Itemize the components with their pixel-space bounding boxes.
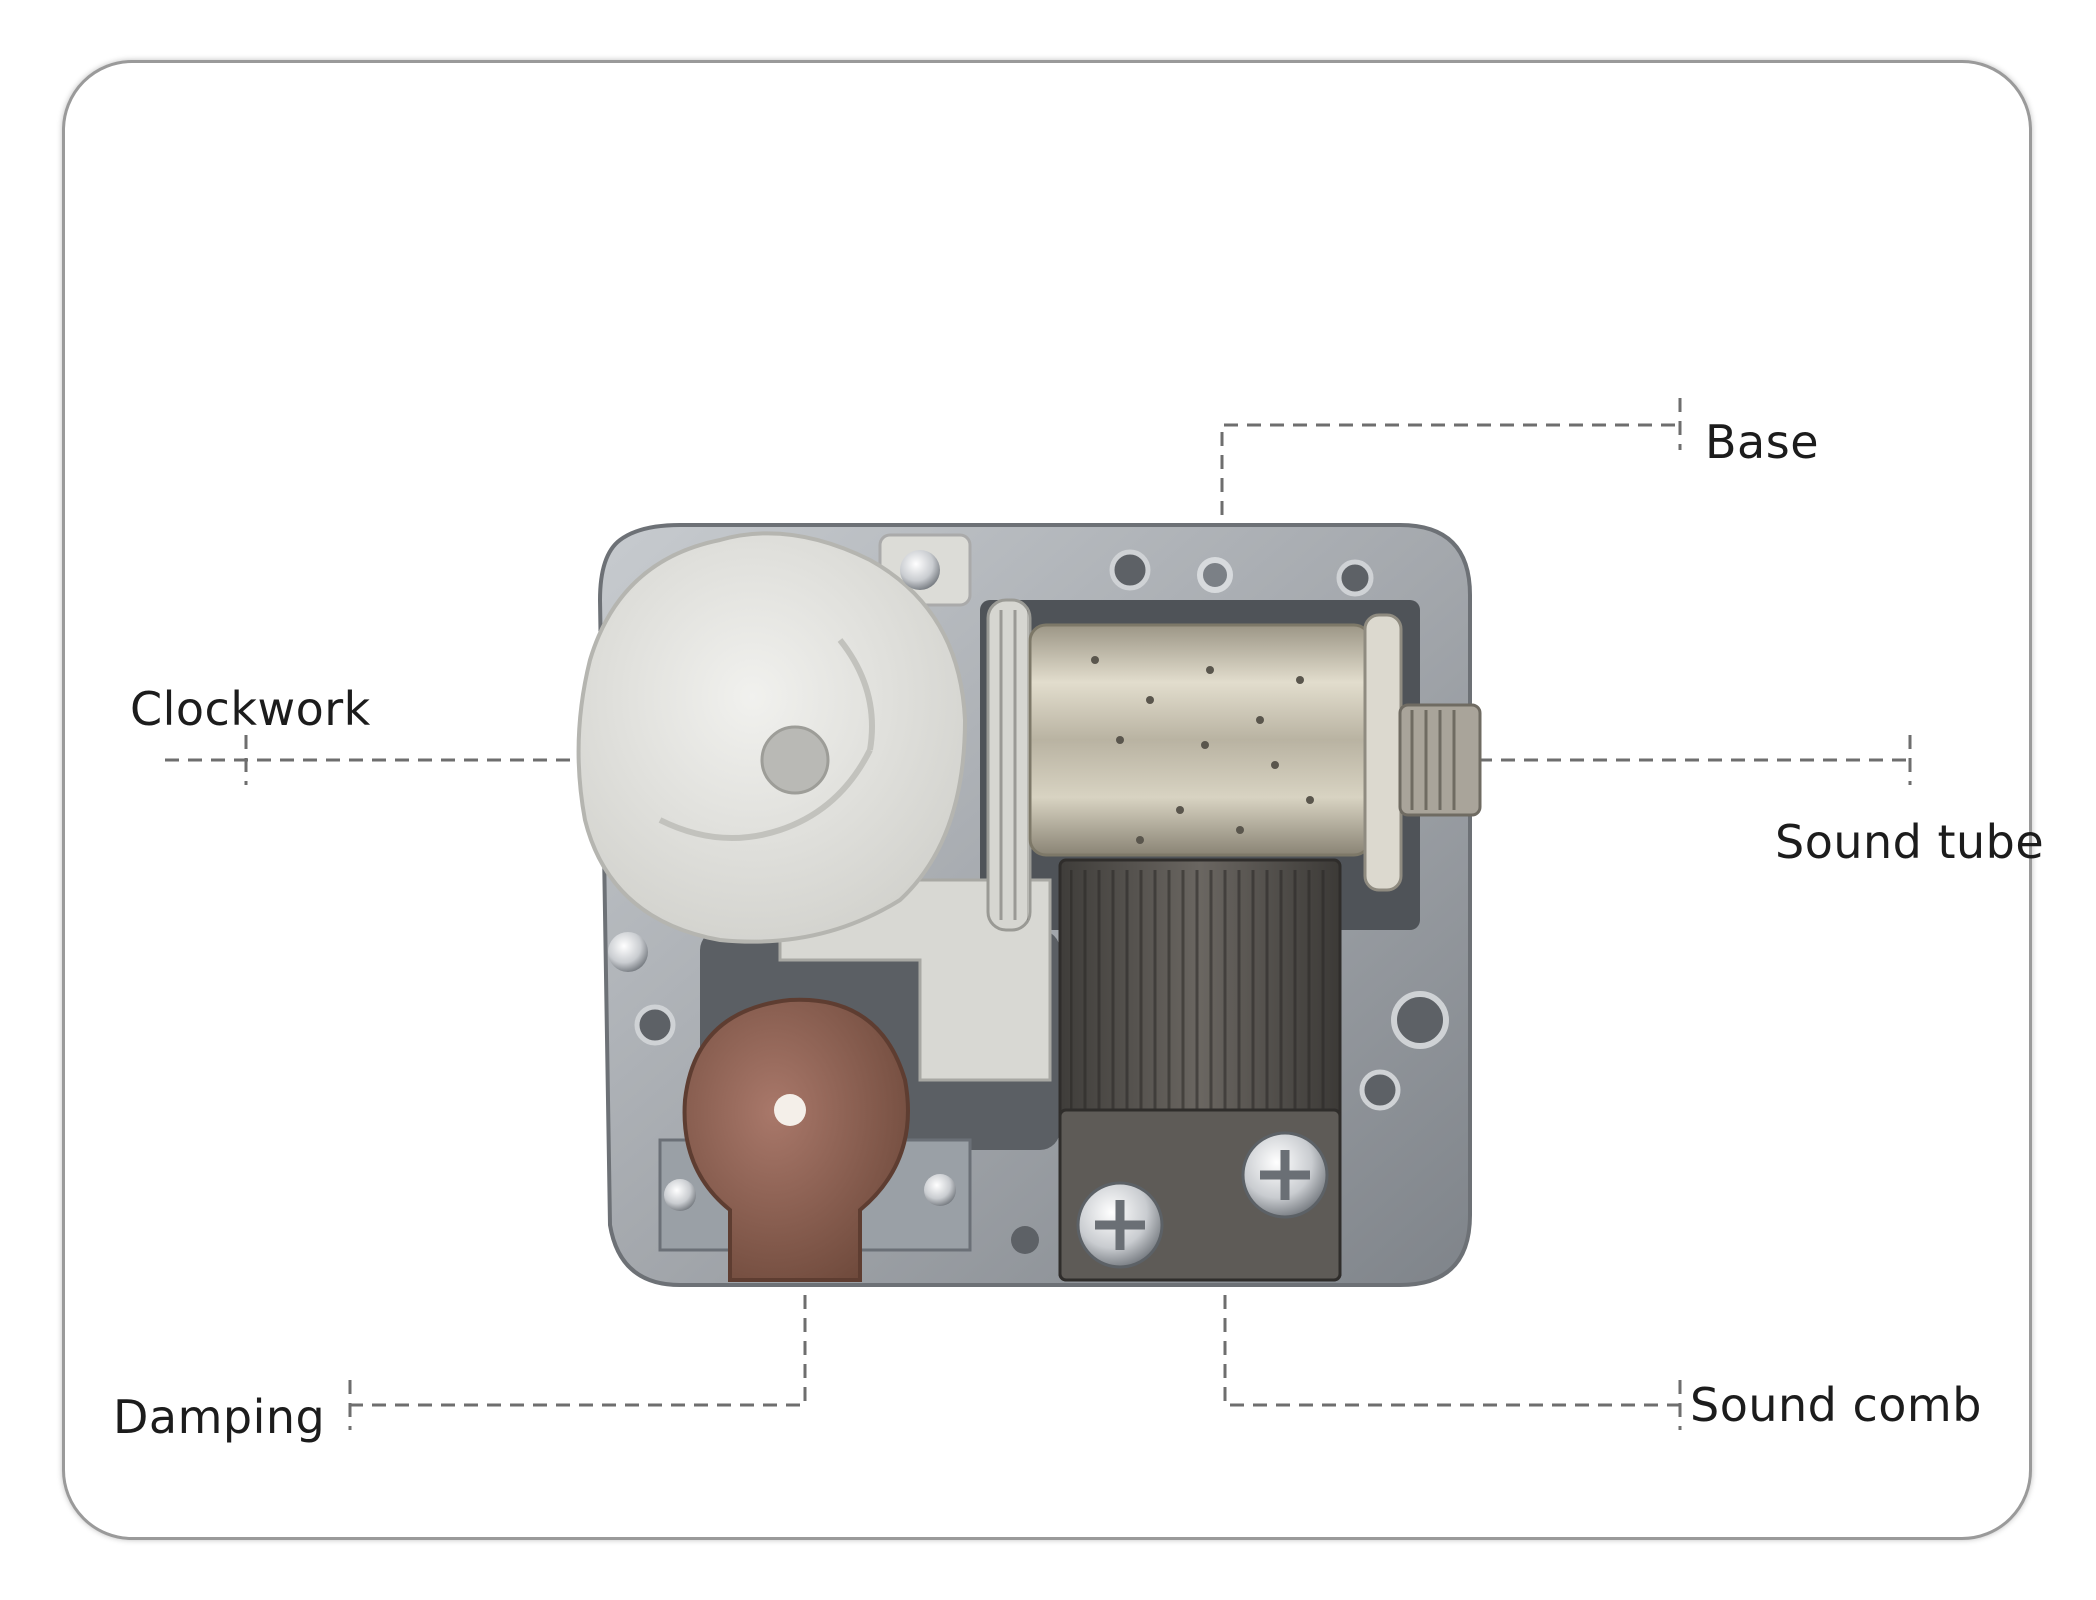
clockwork-screw (900, 550, 940, 590)
label-sound-tube: Sound tube (1775, 815, 2045, 869)
base-hole (1109, 549, 1151, 591)
clockwork-arm (778, 878, 1052, 1082)
clockwork-leaf-pattern (658, 638, 875, 841)
clockwork-knob (760, 725, 830, 795)
cylinder-drum (1028, 623, 1372, 857)
clockwork-screw (608, 932, 648, 972)
comb-screw-slot (1095, 1200, 1145, 1250)
damping-bracket-screw (924, 1174, 956, 1206)
base-leader-line (1220, 423, 1680, 515)
label-clockwork: Clockwork (130, 682, 371, 736)
gear-teeth (990, 610, 1028, 920)
cylinder-pins (1091, 656, 1314, 844)
base-hole (634, 1004, 676, 1046)
sound-comb-leader-line (1223, 1295, 1680, 1407)
comb-teeth (1070, 870, 1330, 1120)
music-box-movement (576, 523, 1482, 1287)
damping-leader-line (350, 1295, 807, 1407)
leader-lines (165, 398, 1912, 1430)
damping-hole (774, 1094, 806, 1126)
base-hole (1336, 559, 1374, 597)
damping-plate (682, 997, 910, 1282)
base-hole (1391, 991, 1449, 1049)
cylinder-end-ring (1363, 613, 1403, 892)
base-hole (1359, 1069, 1401, 1111)
shaft-threads (1410, 710, 1456, 810)
label-base: Base (1705, 415, 1820, 469)
label-damping: Damping (113, 1390, 326, 1444)
comb-screw-slot (1260, 1150, 1310, 1200)
base-hole (1197, 557, 1233, 593)
label-sound-comb: Sound comb (1690, 1378, 1982, 1432)
base-hole (1011, 1226, 1039, 1254)
damping-bracket-screw (664, 1179, 696, 1211)
